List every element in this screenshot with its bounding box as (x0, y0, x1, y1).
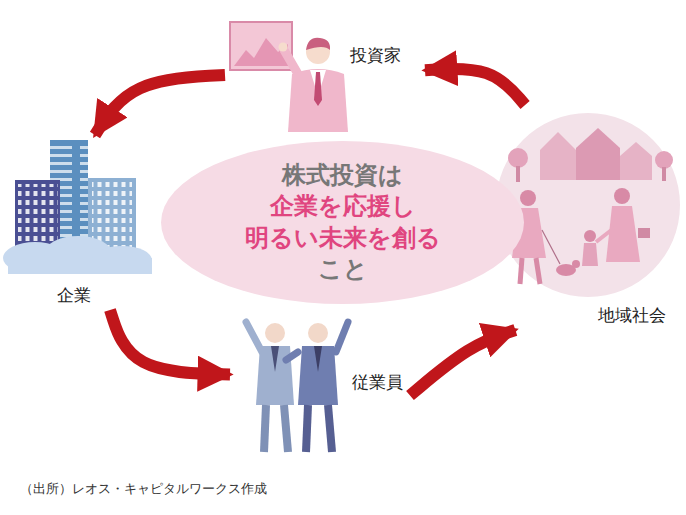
house (620, 142, 652, 180)
chart-graph (234, 38, 288, 66)
employee-node: 従業員 (230, 310, 410, 460)
flow-arrow (110, 310, 230, 375)
child-body (582, 243, 598, 266)
tree-trunk (662, 167, 666, 181)
raised-arm (336, 322, 348, 352)
message-text: 株式投資は (282, 160, 403, 191)
raised-arm (284, 50, 298, 74)
message-ellipse: 株式投資は企業を応援し明るい未来を創ること (160, 140, 525, 305)
hair (306, 38, 330, 50)
chart-board (230, 22, 292, 70)
message-text: 企業を応援し (270, 191, 416, 222)
tie (271, 346, 279, 372)
tree-trunk (516, 166, 520, 182)
person-leg (536, 258, 540, 284)
message-text: こと (318, 254, 368, 285)
hand (279, 43, 288, 52)
child-head (584, 230, 596, 242)
raised-arm (246, 322, 262, 352)
arm (286, 352, 298, 360)
leg (306, 405, 308, 452)
tie (314, 72, 322, 106)
node-label: 地域社会 (598, 305, 666, 325)
employee-figures (246, 322, 348, 452)
investor-figure (230, 22, 348, 132)
leg (328, 405, 332, 452)
leash (542, 230, 560, 264)
person-leg (520, 258, 522, 284)
basket (638, 228, 650, 238)
community-circle (496, 113, 680, 297)
ellipse-fill (161, 141, 524, 304)
flow-arrow (425, 69, 525, 105)
suit (298, 346, 338, 405)
head (265, 323, 285, 343)
person-arm (596, 228, 614, 242)
node-label: 投資家 (350, 45, 401, 65)
node-label: 企業 (57, 285, 91, 305)
source-caption: （出所）レオス・キャピタルワークス作成 (20, 480, 267, 498)
person-body (606, 206, 640, 262)
cloud (8, 258, 152, 274)
flow-arrow (410, 330, 515, 396)
leg (284, 405, 288, 452)
building-windows (18, 184, 58, 250)
head (308, 323, 328, 343)
company-node: 企業 (5, 135, 155, 310)
person-head (614, 188, 630, 204)
flow-arrow (95, 75, 225, 135)
tree (508, 148, 528, 168)
jacket (288, 69, 348, 132)
tree (655, 151, 673, 169)
leg (264, 405, 266, 452)
text-stack: 株式投資は企業を応援し明るい未来を創ること (160, 140, 525, 305)
tie (314, 346, 322, 372)
node-label: 従業員 (352, 372, 403, 392)
community-scene (496, 113, 680, 297)
company-buildings (3, 140, 152, 274)
house (540, 132, 576, 180)
investor-node: 投資家 (225, 15, 425, 135)
house (576, 128, 620, 180)
dog-head (572, 260, 580, 268)
person-head (520, 190, 536, 206)
community-node: 地域社会 (490, 105, 685, 330)
message-text: 明るい未来を創る (245, 223, 441, 254)
